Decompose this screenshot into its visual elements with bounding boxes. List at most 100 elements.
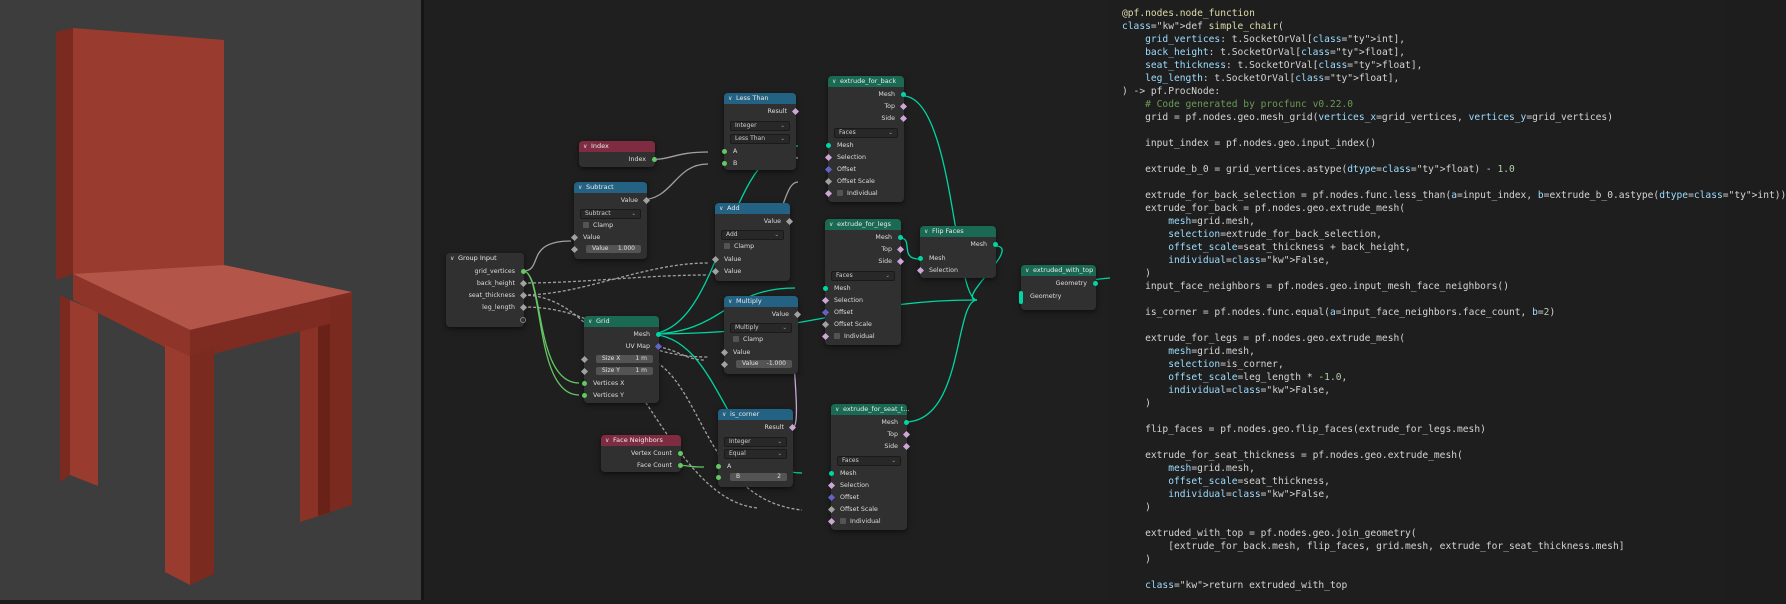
input-socket[interactable] [918, 256, 923, 261]
mode-dropdown[interactable]: Faces⌄ [834, 128, 898, 138]
code-line[interactable]: ) [1122, 502, 1151, 513]
input-socket[interactable] [716, 464, 721, 469]
node-extrude-for-back[interactable]: extrude_for_back Mesh Top Side Faces⌄ Me… [824, 76, 908, 202]
output-socket[interactable] [1093, 281, 1098, 286]
input-socket[interactable] [582, 393, 587, 398]
node-header[interactable]: Grid [584, 316, 659, 327]
node-is-corner[interactable]: is_corner Result Integer⌄ Equal⌄ A B2 [716, 409, 797, 487]
code-line[interactable]: offset_scale=seat_thickness + back_heigh… [1168, 242, 1411, 253]
code-line[interactable]: selection=is_corner, [1168, 359, 1284, 370]
node-editor[interactable]: Group Input grid_vertices back_height se… [424, 0, 1111, 600]
value-field[interactable]: Value-1.000 [736, 360, 792, 368]
output-socket[interactable] [656, 332, 661, 337]
code-line[interactable]: mesh=grid.mesh, [1168, 216, 1255, 227]
mode-dropdown[interactable]: Faces⌄ [831, 271, 895, 281]
input-socket[interactable] [829, 471, 834, 476]
node-header[interactable]: extrude_for_back [828, 76, 904, 87]
output-socket[interactable] [652, 157, 657, 162]
node-extruded-with-top[interactable]: extruded_with_top Geometry Geometry [1019, 265, 1098, 310]
code-line[interactable]: # Code generated by procfunc v0.22.0 [1122, 99, 1354, 110]
node-face-neighbors[interactable]: Face Neighbors Vertex Count Face Count [601, 435, 683, 472]
code-line[interactable]: mesh=grid.mesh, [1168, 463, 1255, 474]
code-line[interactable]: class="kw">def simple_chair( [1122, 21, 1284, 32]
node-header[interactable]: extrude_for_legs [825, 219, 901, 230]
code-line[interactable]: ) [1122, 268, 1151, 279]
type-dropdown[interactable]: Integer⌄ [730, 121, 790, 131]
code-line[interactable]: extrude_for_back_selection = pf.nodes.fu… [1122, 190, 1786, 201]
node-header[interactable]: Multiply [724, 296, 798, 307]
clamp-checkbox[interactable]: Clamp [733, 334, 763, 345]
code-line[interactable]: individual=class="kw">False, [1168, 385, 1330, 396]
operation-dropdown[interactable]: Multiply⌄ [730, 323, 792, 333]
3d-viewport[interactable] [0, 0, 421, 600]
output-socket[interactable] [678, 463, 683, 468]
individual-checkbox[interactable]: Individual [837, 188, 878, 199]
code-line[interactable]: back_height: t.SocketOrVal[class="ty">fl… [1145, 47, 1406, 58]
node-header[interactable]: Flip Faces [920, 226, 996, 237]
node-header[interactable]: Face Neighbors [601, 435, 681, 446]
input-socket[interactable] [722, 149, 727, 154]
node-header[interactable]: Add [715, 203, 790, 214]
operation-dropdown[interactable]: Less Than⌄ [730, 134, 790, 144]
input-socket[interactable] [826, 143, 831, 148]
individual-checkbox[interactable]: Individual [840, 516, 881, 527]
code-line[interactable]: flip_faces = pf.nodes.geo.flip_faces(ext… [1122, 424, 1486, 435]
code-line[interactable]: mesh=grid.mesh, [1168, 346, 1255, 357]
code-line[interactable]: is_corner = pf.nodes.func.equal(a=input_… [1122, 307, 1556, 318]
code-line[interactable]: extruded_with_top = pf.nodes.geo.join_ge… [1122, 528, 1417, 539]
code-line[interactable]: individual=class="kw">False, [1168, 489, 1330, 500]
code-line[interactable]: offset_scale=seat_thickness, [1168, 476, 1330, 487]
node-add[interactable]: Add Value Add⌄ Clamp Value Value [711, 203, 794, 281]
code-line[interactable]: leg_length: t.SocketOrVal[class="ty">flo… [1145, 73, 1400, 84]
input-socket[interactable] [722, 161, 727, 166]
code-line[interactable]: ) -> pf.ProcNode: [1122, 86, 1221, 97]
node-index[interactable]: Index Index [579, 141, 657, 167]
operation-dropdown[interactable]: Equal⌄ [724, 449, 787, 459]
input-socket[interactable] [1019, 291, 1023, 304]
node-header[interactable]: Index [579, 141, 655, 152]
node-grid[interactable]: Grid Mesh UV Map Size X1 m Size Y1 m Ver… [580, 316, 663, 403]
mode-dropdown[interactable]: Faces⌄ [837, 456, 901, 466]
clamp-checkbox[interactable]: Clamp [583, 220, 613, 231]
output-socket[interactable] [520, 317, 526, 323]
code-line[interactable]: individual=class="kw">False, [1168, 255, 1330, 266]
code-line[interactable]: extrude_for_seat_thickness = pf.nodes.ge… [1122, 450, 1463, 461]
area-divider[interactable] [421, 0, 424, 600]
node-subtract[interactable]: Subtract Value Subtract⌄ Clamp Value Val… [570, 182, 651, 259]
node-header[interactable]: Group Input [446, 253, 524, 264]
code-line[interactable]: grid = pf.nodes.geo.mesh_grid(vertices_x… [1122, 112, 1613, 123]
code-line[interactable]: ) [1122, 398, 1151, 409]
node-less-than[interactable]: Less Than Result Integer⌄ Less Than⌄ A B [722, 93, 800, 170]
operation-dropdown[interactable]: Add⌄ [721, 230, 784, 240]
output-socket[interactable] [678, 451, 683, 456]
individual-checkbox[interactable]: Individual [834, 331, 875, 342]
type-dropdown[interactable]: Integer⌄ [724, 437, 787, 447]
code-line[interactable]: ) [1122, 554, 1151, 565]
node-header[interactable]: Subtract [574, 182, 647, 193]
node-flip-faces[interactable]: Flip Faces Mesh Mesh Selection [916, 226, 998, 278]
input-socket[interactable] [716, 475, 721, 480]
code-line[interactable]: input_face_neighbors = pf.nodes.geo.inpu… [1122, 281, 1509, 292]
input-socket[interactable] [582, 381, 587, 386]
output-socket[interactable] [898, 235, 903, 240]
output-socket[interactable] [521, 269, 526, 274]
code-line[interactable]: offset_scale=leg_length * -1.0, [1168, 372, 1348, 383]
node-header[interactable]: Less Than [724, 93, 796, 104]
operation-dropdown[interactable]: Subtract⌄ [580, 209, 641, 219]
clamp-checkbox[interactable]: Clamp [724, 241, 754, 252]
code-line[interactable]: grid_vertices: t.SocketOrVal[class="ty">… [1145, 34, 1406, 45]
code-line[interactable]: class="kw">return extruded_with_top [1145, 580, 1348, 591]
code-line[interactable]: extrude_for_back = pf.nodes.geo.extrude_… [1122, 203, 1406, 214]
node-header[interactable]: extrude_for_seat_t... [831, 404, 910, 415]
output-socket[interactable] [901, 92, 906, 97]
code-line[interactable]: extrude_for_legs = pf.nodes.geo.extrude_… [1122, 333, 1406, 344]
node-extrude-for-seat-thickness[interactable]: extrude_for_seat_t... Mesh Top Side Face… [827, 404, 911, 530]
node-header[interactable]: extruded_with_top [1021, 265, 1096, 276]
code-line[interactable]: input_index = pf.nodes.geo.input_index() [1122, 138, 1377, 149]
node-header[interactable]: is_corner [718, 409, 793, 420]
